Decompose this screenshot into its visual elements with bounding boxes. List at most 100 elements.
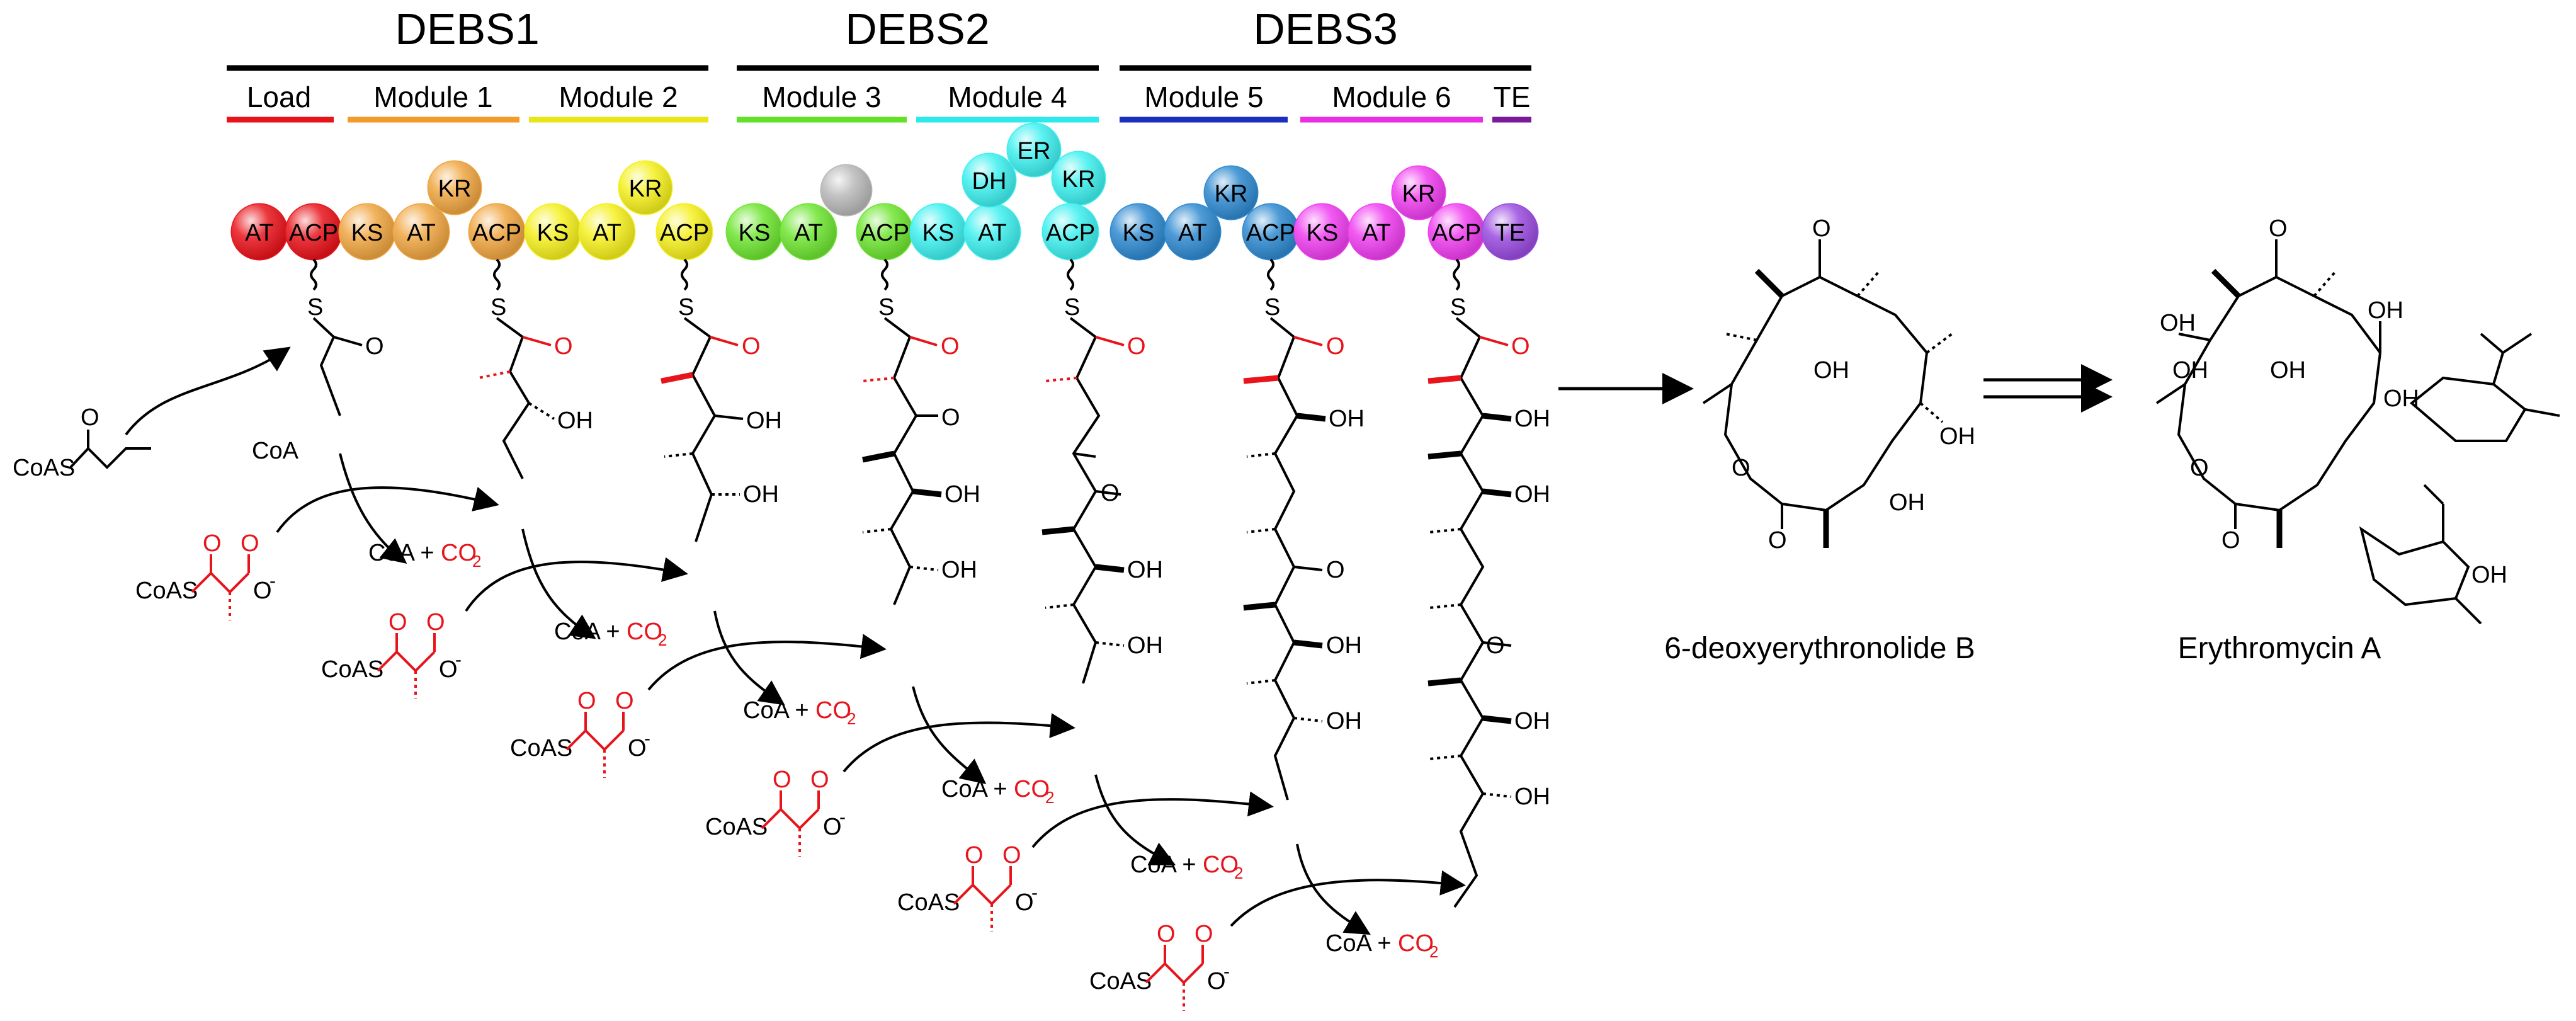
svg-text:KS: KS [1123,220,1155,246]
header-debs3: DEBS3 [1253,4,1398,54]
svg-text:-: - [644,728,650,749]
svg-text:2: 2 [847,709,856,728]
svg-text:O: O [1732,455,1750,481]
svg-text:CoAS: CoAS [321,656,383,683]
domain-m4-ks: KS [909,203,967,261]
domain-te: TE [1481,203,1539,261]
domain-m2-at: AT [578,203,636,261]
domain-m1-at: AT [392,203,450,261]
svg-text:O: O [1002,842,1021,869]
svg-text:-: - [1223,961,1230,982]
svg-text:S: S [491,294,506,321]
svg-text:O: O [1207,968,1226,995]
domain-m3-inactive-kr [820,164,873,217]
svg-text:OH: OH [1514,784,1550,810]
module-label-te: TE [1494,81,1531,113]
domain-m3-at: AT [780,203,837,261]
structure-erythromycin-labels: O OH OH OH OH OH OH O O Erythromycin A [2160,215,2507,665]
domain-load-acp: ACP [285,203,343,261]
extender-4: CoAS O O O - [705,767,846,857]
svg-text:OH: OH [1326,632,1362,659]
svg-text:2: 2 [472,552,481,571]
svg-text:CoA +: CoA + [1325,930,1392,957]
svg-text:CoAS: CoAS [705,814,768,840]
svg-text:OH: OH [1939,423,1975,450]
svg-text:CoAS: CoAS [135,578,198,604]
sphere-highlight [469,204,525,260]
domain-m5-kr: KR [1203,165,1259,220]
svg-text:O: O [389,609,407,636]
svg-text:OH: OH [2160,310,2196,336]
extender-5: CoAS O O O - [897,842,1038,932]
sphere-highlight [339,204,395,260]
double-arrow [1983,364,2113,413]
svg-text:CO: CO [627,619,662,645]
svg-text:CO: CO [1203,852,1239,878]
svg-text:CO: CO [441,540,477,566]
svg-text:O: O [1511,333,1530,360]
svg-text:-: - [1031,882,1038,903]
svg-text:CoA +: CoA + [554,619,620,645]
extender-units: CoAS O CoAS O O O - CoAS O O O - [13,404,1230,1011]
svg-text:S: S [1450,294,1466,321]
svg-text:O: O [253,578,272,604]
starter-unit: CoAS O [13,404,151,481]
sphere-highlight [821,165,871,215]
svg-text:CoA +: CoA + [368,540,434,566]
sphere-highlight [911,204,966,260]
structure-erythromycin [2155,239,2560,625]
svg-text:DH: DH [972,168,1007,195]
svg-text:O: O [1812,215,1831,242]
module-label-5: Module 5 [1144,81,1263,113]
module-row: Load Module 1 Module 2 Module 3 Module 4… [227,81,1531,123]
domain-m6-kr: KR [1391,165,1446,220]
domain-m3-ks: KS [725,203,783,261]
reaction-arrows [125,346,1466,935]
svg-text:ACP: ACP [472,220,521,246]
svg-text:OH: OH [1813,357,1849,384]
svg-text:O: O [81,404,99,431]
svg-text:O: O [615,688,634,714]
sphere-highlight [1043,204,1098,260]
chain-intermediates [310,258,1512,908]
domain-m5-acp: ACP [1242,203,1300,261]
extender-3: CoAS O O O - [510,688,650,778]
domain-m4-at: AT [963,203,1021,261]
svg-text:O: O [941,404,960,431]
svg-text:-: - [455,649,462,670]
sphere-highlight [286,204,341,260]
caption-6deb: 6-deoxyerythronolide B [1664,632,1975,665]
svg-text:OH: OH [2383,385,2419,412]
sphere-highlight [1349,204,1404,260]
svg-text:OH: OH [1514,708,1550,734]
sphere-highlight [232,204,287,260]
svg-text:O: O [941,333,960,360]
header-row: DEBS1 DEBS2 DEBS3 [227,4,1531,71]
svg-text:OH: OH [557,408,593,434]
svg-text:OH: OH [945,481,980,508]
domain-m6-at: AT [1348,203,1405,261]
svg-text:S: S [678,294,694,321]
svg-text:ER: ER [1018,138,1051,164]
svg-text:OH: OH [941,557,977,583]
svg-text:O: O [2269,215,2288,242]
svg-text:ACP: ACP [289,220,338,246]
module-label-3: Module 3 [762,81,881,113]
svg-text:AT: AT [794,220,823,246]
svg-text:KS: KS [739,220,771,246]
svg-text:KS: KS [537,220,569,246]
svg-text:CoAS: CoAS [1089,968,1152,995]
svg-text:CoA +: CoA + [941,776,1007,802]
svg-text:O: O [1015,889,1034,916]
svg-text:OH: OH [746,408,782,434]
svg-text:OH: OH [1127,632,1163,659]
svg-text:S: S [307,294,323,321]
sphere-highlight [428,161,481,214]
svg-text:O: O [365,333,384,360]
svg-text:CO: CO [1398,930,1434,957]
svg-text:S: S [1264,294,1280,321]
chain-labels: S S S S S S S O O O O O O O OH OH OH O O… [307,294,1550,810]
svg-text:O: O [241,530,259,557]
svg-text:CoA: CoA [252,438,299,464]
